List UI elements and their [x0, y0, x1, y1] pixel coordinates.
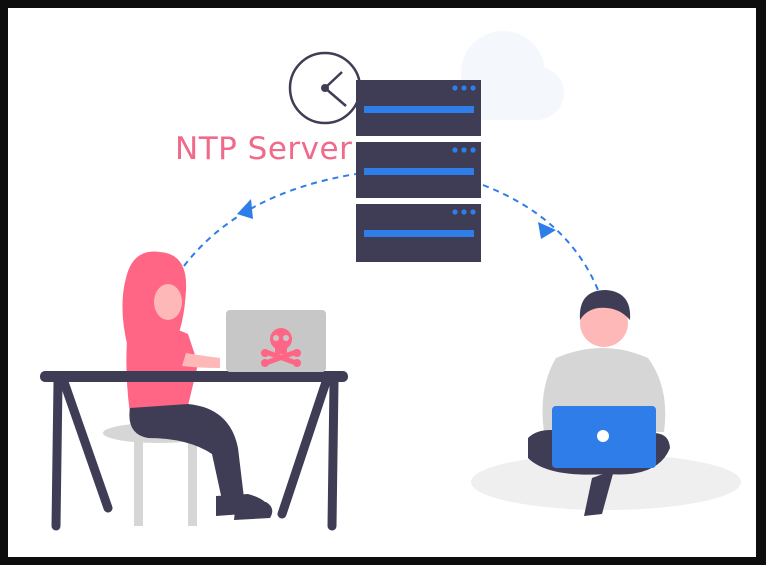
ntp-diagram	[40, 31, 741, 531]
edge-server-to-client	[482, 184, 599, 291]
server-rack-icon	[356, 80, 481, 262]
ntp-server-label: NTP Server	[175, 131, 353, 167]
desk	[40, 371, 348, 531]
skull-icon	[261, 328, 301, 367]
illustration-canvas: NTP Server	[8, 8, 756, 557]
hacker-laptop-icon	[226, 310, 326, 372]
arrowhead-icon	[538, 222, 556, 239]
clock-icon	[288, 51, 362, 125]
hacker-figure	[103, 251, 273, 526]
user-laptop-icon	[552, 406, 656, 468]
edge-attacker-to-server	[183, 173, 357, 267]
arrowhead-icon	[237, 199, 253, 219]
